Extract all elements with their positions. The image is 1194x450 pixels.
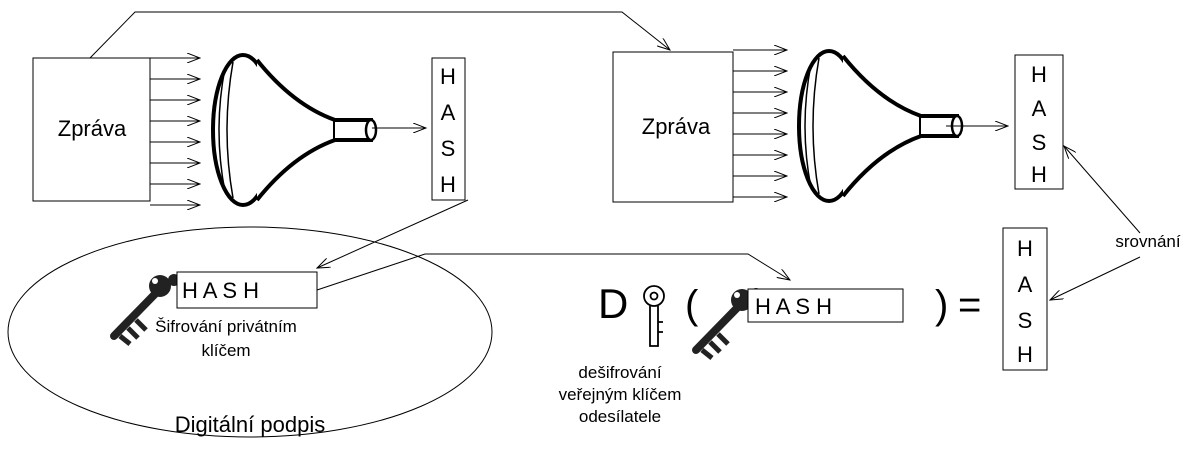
sender-hash-letter: H — [440, 64, 456, 89]
compare-label: srovnání — [1115, 232, 1180, 251]
receiver-hash-letter: A — [1032, 96, 1047, 121]
digital-signature-label: Digitální podpis — [175, 412, 325, 437]
result-hash-letter: H — [1017, 342, 1033, 367]
decryption-caption: veřejným klíčem — [559, 385, 682, 404]
result-hash-letter: A — [1018, 272, 1033, 297]
decrypt-symbol: D — [598, 280, 628, 327]
receiver-input-arrows — [733, 50, 787, 197]
public-key-icon — [643, 285, 665, 347]
funnel-icon — [211, 53, 378, 207]
decryption-caption: dešifrování — [578, 363, 661, 382]
equals-sign: = — [958, 283, 981, 327]
receiver-message-label: Zpráva — [642, 114, 711, 139]
encryption-caption: klíčem — [201, 341, 250, 360]
sender-hash-letter: H — [440, 172, 456, 197]
digital-signature-ellipse — [7, 226, 493, 438]
sender-hash-letter: A — [441, 100, 456, 125]
encryption-caption: Šifrování privátním — [155, 317, 297, 336]
result-hash-box — [1002, 227, 1048, 371]
signed-hash-box — [176, 271, 318, 309]
open-paren: ( — [685, 283, 699, 327]
receiver-hash-letter: S — [1032, 130, 1047, 155]
compare-arrow-up — [1064, 146, 1141, 234]
sender-hash-box — [431, 57, 466, 201]
hash-to-signature-arrow — [317, 199, 469, 268]
signed-hash-text: H A S H — [182, 278, 259, 303]
message-transfer-arrow — [89, 11, 670, 59]
decryption-caption: odesílatele — [579, 407, 661, 426]
sender-hash-letter: S — [441, 136, 456, 161]
result-hash-letter: S — [1018, 308, 1033, 333]
verify-signed-hash-text: H A S H — [755, 294, 832, 319]
receiver-hash-letter: H — [1031, 62, 1047, 87]
receiver-message-box — [612, 51, 734, 203]
signature-transfer-arrow — [316, 253, 790, 291]
sender-message-box — [32, 57, 151, 202]
verify-signed-hash-box — [747, 288, 904, 323]
compare-arrow-down — [1050, 256, 1141, 300]
receiver-hash-letter: H — [1031, 162, 1047, 187]
sender-input-arrows — [150, 58, 200, 205]
receiver-hash-box — [1014, 54, 1064, 190]
funnel-icon — [797, 49, 964, 203]
result-hash-letter: H — [1017, 236, 1033, 261]
close-paren: ) — [935, 283, 948, 327]
sender-message-label: Zpráva — [58, 116, 127, 141]
